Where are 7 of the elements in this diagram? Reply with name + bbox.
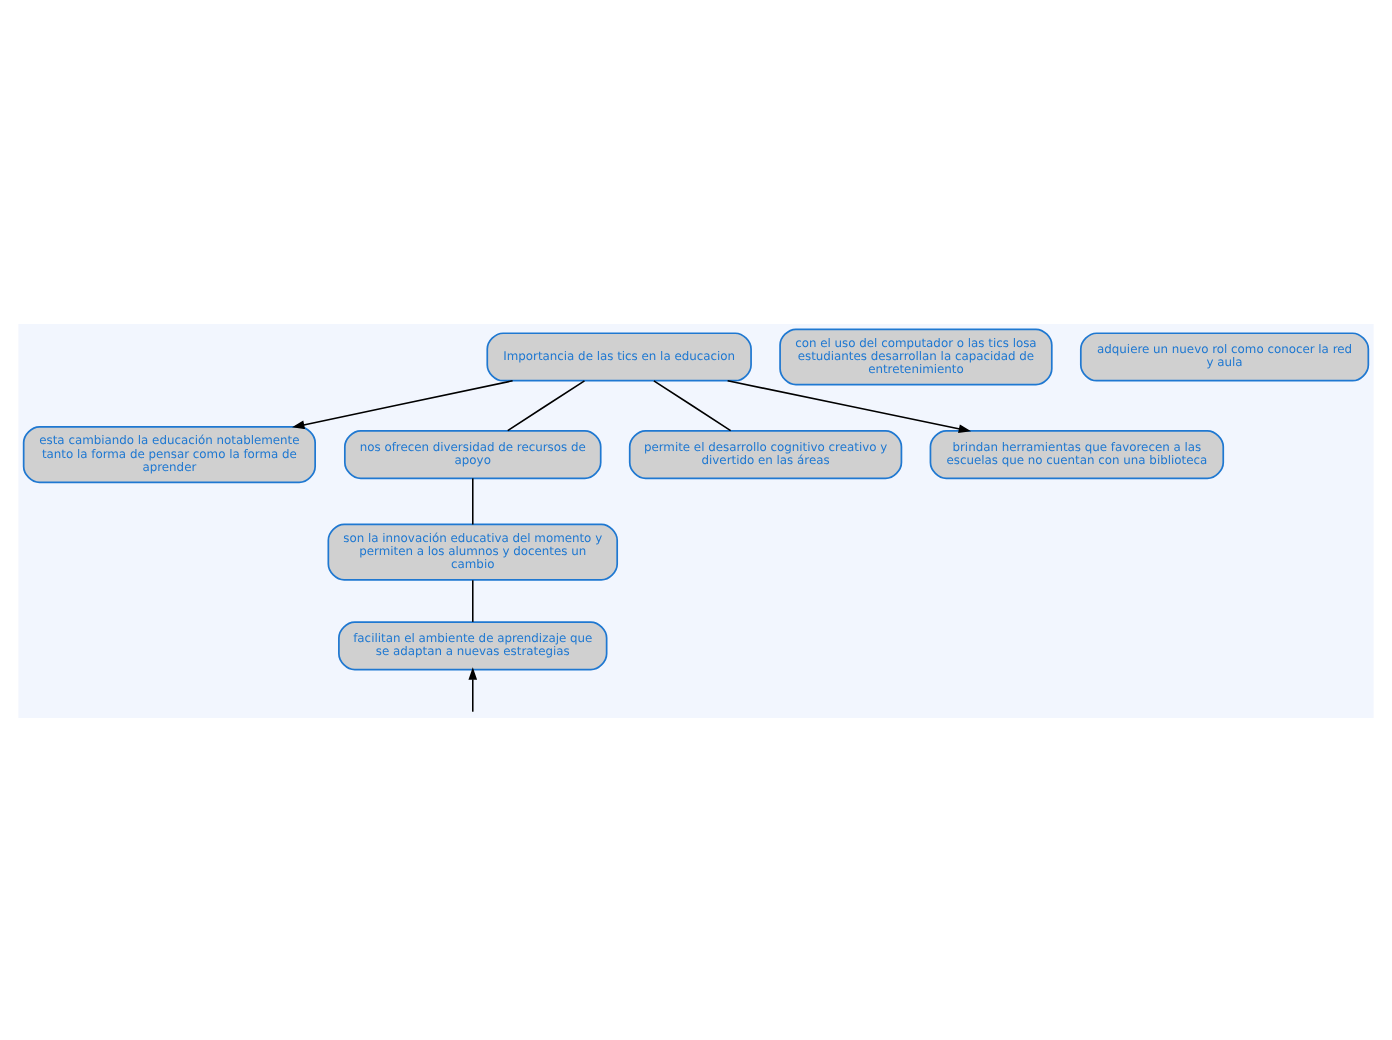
connector <box>471 476 474 525</box>
connector <box>471 578 474 622</box>
connector <box>653 379 732 431</box>
arrow <box>292 379 514 429</box>
connector <box>506 379 586 431</box>
arrow <box>726 379 972 433</box>
arrow <box>468 666 478 712</box>
